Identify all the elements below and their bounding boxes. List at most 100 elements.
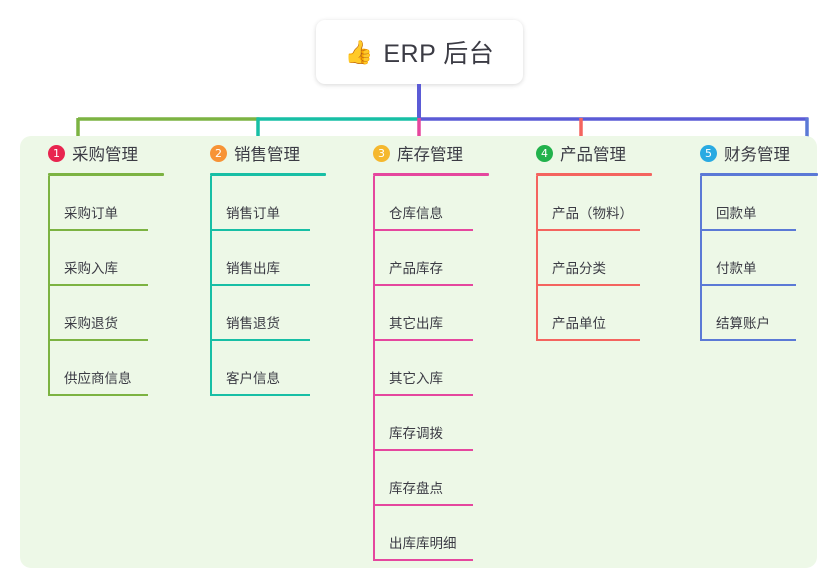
column-1: 1 采购管理采购订单采购入库采购退货供应商信息 [30, 140, 164, 396]
list-item-label: 其它入库 [389, 371, 443, 386]
list-item[interactable]: 出库库明细 [355, 506, 489, 561]
list-item-label: 采购退货 [64, 316, 118, 331]
column-title: 财务管理 [724, 146, 790, 164]
list-item-label: 仓库信息 [389, 206, 443, 221]
root-node-card[interactable]: 👍 ERP 后台 [316, 20, 523, 84]
column-header-5[interactable]: 5 财务管理 [682, 140, 818, 166]
list-item-underline [210, 339, 310, 341]
list-item[interactable]: 仓库信息 [355, 176, 489, 231]
column-4: 4 产品管理产品（物料） 产品分类产品单位 [518, 140, 652, 341]
list-item-underline [210, 394, 310, 396]
column-underline [536, 173, 652, 176]
list-item-label: 销售出库 [226, 261, 280, 276]
column-2: 2 销售管理销售订单销售出库销售退货客户信息 [192, 140, 326, 396]
column-item-list: 仓库信息产品库存其它出库其它入库库存调拨库存盘点出库库明细 [355, 176, 489, 561]
column-index-badge: 2 [210, 144, 227, 162]
column-item-list: 产品（物料） 产品分类产品单位 [518, 176, 652, 341]
diagram-panel [20, 136, 817, 568]
list-item-underline [210, 284, 310, 286]
list-item-label: 销售订单 [226, 206, 280, 221]
list-item-label: 采购订单 [64, 206, 118, 221]
column-index-badge: 1 [48, 144, 65, 162]
list-item-label: 其它出库 [389, 316, 443, 331]
list-item-label: 结算账户 [716, 316, 770, 331]
list-item-underline [536, 229, 640, 231]
list-item-label: 回款单 [716, 206, 757, 221]
column-5: 5 财务管理回款单付款单结算账户 [682, 140, 818, 341]
column-title: 产品管理 [560, 146, 626, 164]
column-underline [210, 173, 326, 176]
list-item-underline [373, 449, 473, 451]
list-item-underline [373, 559, 473, 561]
list-item-underline [48, 339, 148, 341]
list-item[interactable]: 付款单 [682, 231, 818, 286]
list-item[interactable]: 销售退货 [192, 286, 326, 341]
list-item-label: 产品（物料） [552, 206, 633, 221]
thumbs-up-icon: 👍 [344, 38, 374, 65]
list-item[interactable]: 回款单 [682, 176, 818, 231]
column-index-badge: 3 [373, 144, 390, 162]
column-index-badge: 5 [700, 144, 717, 162]
column-3: 3 库存管理仓库信息产品库存其它出库其它入库库存调拨库存盘点出库库明细 [355, 140, 489, 561]
column-trunk-line [210, 176, 212, 396]
list-item-label: 库存调拨 [389, 426, 443, 441]
list-item-underline [48, 394, 148, 396]
list-item-underline [48, 284, 148, 286]
column-underline [48, 173, 164, 176]
column-header-2[interactable]: 2 销售管理 [192, 140, 326, 166]
list-item-underline [373, 394, 473, 396]
list-item-underline [373, 339, 473, 341]
list-item[interactable]: 产品分类 [518, 231, 652, 286]
list-item-label: 客户信息 [226, 371, 280, 386]
list-item[interactable]: 供应商信息 [30, 341, 164, 396]
column-underline [373, 173, 489, 176]
list-item-label: 产品分类 [552, 261, 606, 276]
list-item-underline [373, 229, 473, 231]
list-item-underline [700, 339, 796, 341]
column-title: 销售管理 [234, 146, 300, 164]
list-item-label: 采购入库 [64, 261, 118, 276]
list-item[interactable]: 库存调拨 [355, 396, 489, 451]
column-header-4[interactable]: 4 产品管理 [518, 140, 652, 166]
list-item-label: 产品单位 [552, 316, 606, 331]
column-header-1[interactable]: 1 采购管理 [30, 140, 164, 166]
root-node-title: ERP 后台 [383, 40, 495, 68]
column-header-3[interactable]: 3 库存管理 [355, 140, 489, 166]
list-item-label: 销售退货 [226, 316, 280, 331]
list-item[interactable]: 库存盘点 [355, 451, 489, 506]
list-item-underline [536, 284, 640, 286]
list-item[interactable]: 采购入库 [30, 231, 164, 286]
list-item[interactable]: 结算账户 [682, 286, 818, 341]
list-item[interactable]: 产品单位 [518, 286, 652, 341]
list-item[interactable]: 销售订单 [192, 176, 326, 231]
column-trunk-line [48, 176, 50, 396]
list-item-underline [536, 339, 640, 341]
column-item-list: 回款单付款单结算账户 [682, 176, 818, 341]
list-item-underline [700, 284, 796, 286]
list-item[interactable]: 其它入库 [355, 341, 489, 396]
list-item-underline [210, 229, 310, 231]
list-item[interactable]: 产品库存 [355, 231, 489, 286]
column-trunk-line [700, 176, 702, 341]
list-item[interactable]: 销售出库 [192, 231, 326, 286]
list-item-label: 库存盘点 [389, 481, 443, 496]
list-item[interactable]: 客户信息 [192, 341, 326, 396]
list-item[interactable]: 采购订单 [30, 176, 164, 231]
list-item-underline [700, 229, 796, 231]
column-item-list: 采购订单采购入库采购退货供应商信息 [30, 176, 164, 396]
list-item[interactable]: 其它出库 [355, 286, 489, 341]
column-title: 采购管理 [72, 146, 138, 164]
list-item-label: 供应商信息 [64, 371, 132, 386]
column-trunk-line [536, 176, 538, 341]
list-item-underline [373, 504, 473, 506]
list-item[interactable]: 产品（物料） [518, 176, 652, 231]
list-item-label: 出库库明细 [389, 536, 457, 551]
list-item-underline [373, 284, 473, 286]
column-underline [700, 173, 818, 176]
list-item-label: 产品库存 [389, 261, 443, 276]
column-index-badge: 4 [536, 144, 553, 162]
column-item-list: 销售订单销售出库销售退货客户信息 [192, 176, 326, 396]
column-trunk-line [373, 176, 375, 561]
list-item[interactable]: 采购退货 [30, 286, 164, 341]
column-title: 库存管理 [397, 146, 463, 164]
